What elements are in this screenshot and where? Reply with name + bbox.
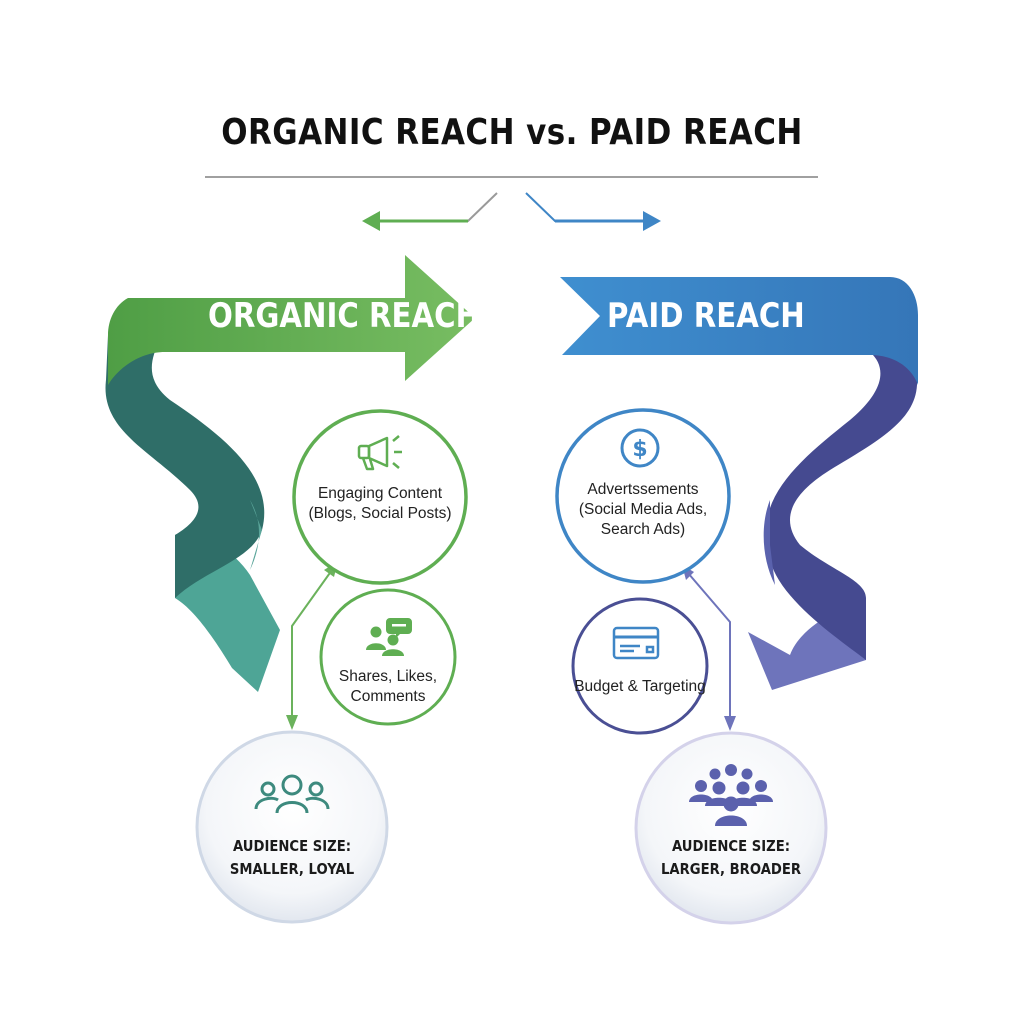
left-small-arrow [362, 192, 498, 231]
engagement-circle [319, 588, 457, 726]
engagement-line2: Comments [350, 688, 426, 705]
advertisements-label: Advertssements (Social Media Ads, Search… [563, 480, 723, 540]
people-chat-icon [366, 618, 412, 656]
engagement-label: Shares, Likes, Comments [323, 667, 453, 707]
paid-banner-label: PAID REACH [607, 296, 805, 336]
organic-audience-label: AUDIENCE SIZE: SMALLER, LOYAL [222, 835, 363, 881]
engagement-line1: Shares, Likes, [338, 668, 438, 685]
advertisements-circle [555, 408, 731, 584]
organic-audience-bubble [195, 730, 389, 924]
paid-audience-bubble [634, 731, 828, 925]
advertisements-line1: Advertssements [587, 481, 699, 498]
engaging-content-circle [292, 409, 468, 585]
credit-card-icon [612, 626, 660, 660]
organic-ribbon [105, 255, 475, 692]
crowd-icon [689, 764, 773, 826]
organic-audience-line1: AUDIENCE SIZE: [232, 837, 352, 855]
dollar-icon: $ [620, 428, 660, 468]
budget-targeting-label: Budget & Targeting [570, 677, 710, 697]
paid-audience-line1: AUDIENCE SIZE: [671, 837, 791, 855]
budget-targeting-line1: Budget & Targeting [574, 678, 706, 695]
organic-audience-line2: SMALLER, LOYAL [229, 860, 355, 878]
organic-banner-label: ORGANIC REACH [208, 296, 481, 336]
paid-ribbon [560, 277, 918, 690]
advertisements-line2: (Social Media Ads, [578, 501, 708, 518]
megaphone-icon [357, 435, 402, 471]
right-small-arrow [525, 192, 661, 231]
advertisements-line3: Search Ads) [600, 521, 686, 538]
engaging-content-line2: (Blogs, Social Posts) [308, 505, 452, 522]
engaging-content-label: Engaging Content (Blogs, Social Posts) [300, 484, 460, 524]
paid-audience-line2: LARGER, BROADER [660, 860, 802, 878]
group-icon [254, 774, 330, 814]
engaging-content-line1: Engaging Content [317, 485, 443, 502]
paid-audience-label: AUDIENCE SIZE: LARGER, BROADER [661, 835, 802, 881]
page-title: ORGANIC REACH vs. PAID REACH [221, 112, 803, 153]
svg-text:$: $ [632, 437, 647, 462]
budget-targeting-circle [571, 597, 709, 735]
